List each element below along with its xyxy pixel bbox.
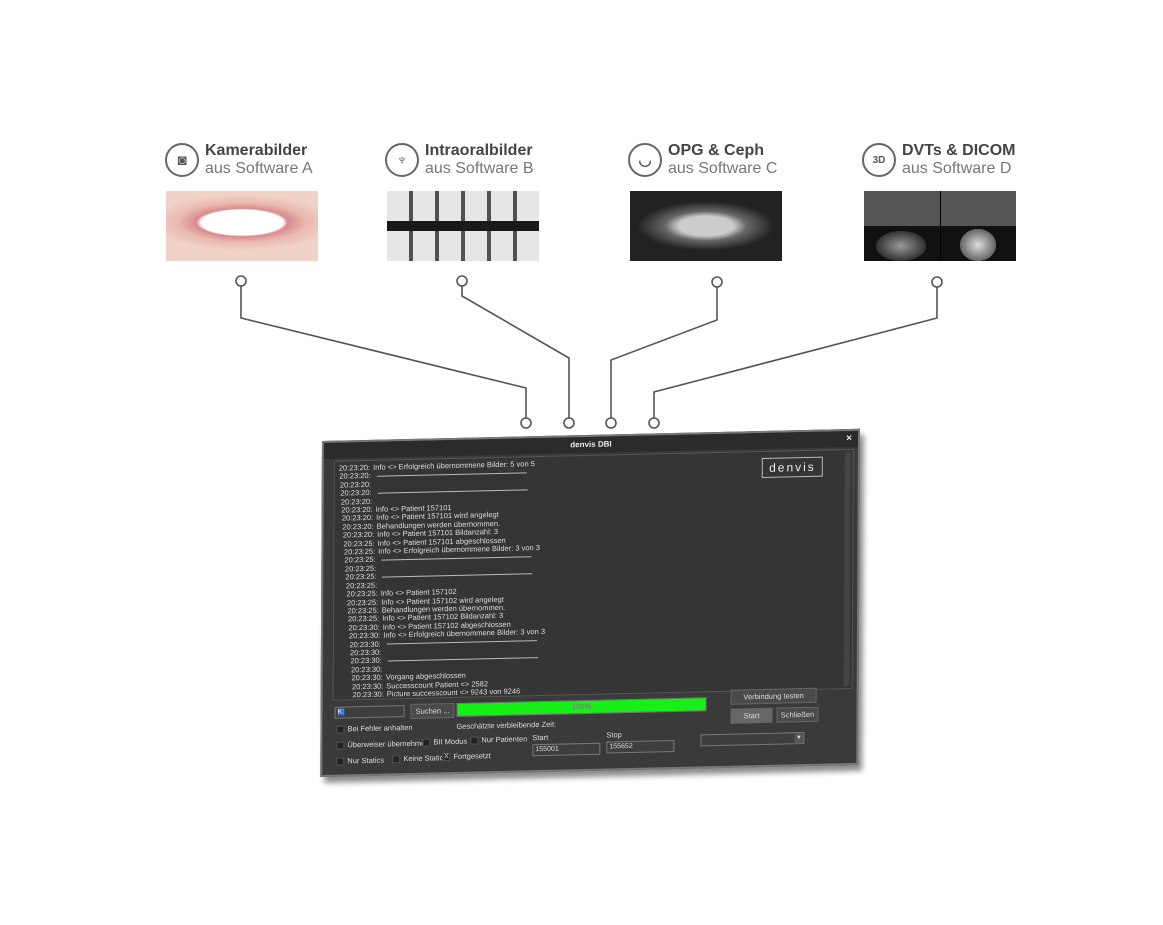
denvis-dbi-window: denvis DBI × 20:23:20:Info <> Erfolgreich… (320, 428, 860, 778)
test-connection-button[interactable]: Verbindung testen (730, 687, 817, 705)
close-icon[interactable]: × (846, 432, 852, 445)
denvis-logo: denvis (762, 456, 823, 479)
control-panel: K: Suchen ... 100% Verbindung testen Sta… (332, 687, 852, 771)
3d-cube-icon: 3D (862, 143, 896, 177)
checkbox-only-statics[interactable]: Nur Statics (336, 756, 384, 766)
source-title: Intraoralbilder (425, 142, 533, 159)
start-button[interactable]: Start (730, 707, 773, 724)
log-separator (387, 657, 538, 662)
checkbox-label: Bei Fehler anhalten (347, 722, 413, 734)
camera-icon: ◙ (165, 143, 199, 177)
camera-photo-thumbnail (166, 191, 318, 261)
source-title: OPG & Ceph (668, 142, 765, 159)
path-input[interactable]: K: (334, 705, 405, 719)
log-output: 20:23:20:Info <> Erfolgreich übernommene… (332, 448, 854, 701)
checkbox-label: BII Modus (433, 736, 468, 747)
checkbox-take-referrer[interactable]: Überweiser übernehmen (336, 738, 430, 750)
chevron-down-icon: ▼ (794, 733, 804, 744)
log-separator (382, 573, 533, 578)
checkbox-no-statics[interactable]: Keine Statics (392, 753, 447, 763)
log-timestamp: 20:23:30: (353, 698, 384, 701)
log-separator (376, 472, 527, 477)
checkbox-label: Nur Statics (347, 755, 385, 766)
option-dropdown[interactable]: ▼ (700, 732, 805, 747)
log-separator (377, 489, 528, 494)
stop-label: Stop (606, 730, 622, 740)
intraoral-xray-thumbnail (387, 191, 539, 261)
progress-bar: 100% (456, 697, 707, 717)
checkbox-label: Keine Statics (403, 753, 448, 764)
checkbox-label: Fortgesetzt (453, 751, 491, 762)
window-title: denvis DBI (570, 439, 612, 450)
stop-input[interactable]: 155652 (606, 740, 675, 754)
source-title: DVTs & DICOM (902, 142, 1016, 159)
search-button[interactable]: Suchen ... (410, 702, 455, 719)
checkbox-stop-on-error[interactable]: Bei Fehler anhalten (336, 722, 413, 734)
start-label: Start (532, 732, 549, 743)
checkbox-only-patients[interactable]: Nur Patienten (470, 734, 527, 744)
dvt-dicom-thumbnail (864, 191, 1016, 261)
source-subtitle: aus Software A (205, 160, 313, 177)
source-subtitle: aus Software D (902, 160, 1012, 177)
tooth-icon: ♆ (385, 143, 419, 177)
checkbox-label: Nur Patienten (481, 734, 528, 745)
source-subtitle: aus Software C (668, 160, 778, 177)
path-value: K: (337, 708, 345, 716)
source-subtitle: aus Software B (425, 160, 534, 177)
log-scrollbar[interactable] (843, 451, 851, 687)
source-title: Kamerabilder (205, 142, 308, 159)
log-separator (386, 640, 537, 645)
panoramic-icon: ◡ (628, 143, 662, 177)
log-separator (381, 556, 532, 561)
opg-xray-thumbnail (630, 191, 782, 261)
check-mark-icon: X (442, 752, 451, 761)
checkbox-bii-mode[interactable]: BII Modus (422, 737, 467, 747)
start-input[interactable]: 155001 (532, 742, 601, 757)
remaining-time-label: Geschätzte verbleibende Zeit: (456, 719, 557, 731)
progress-fill: 100% (457, 698, 706, 716)
close-button[interactable]: Schließen (776, 706, 819, 723)
checkbox-label: Überweiser übernehmen (347, 738, 430, 750)
